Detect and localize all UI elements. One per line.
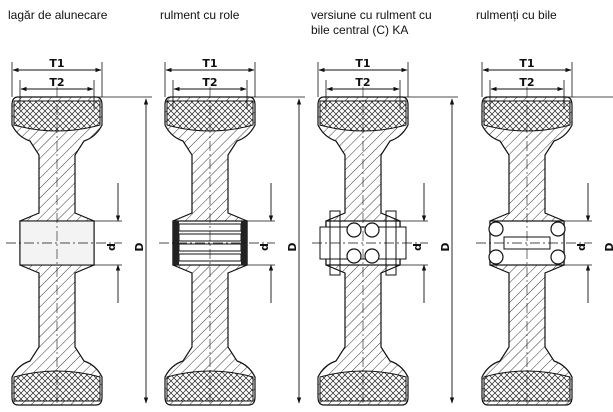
t2-label: T2 bbox=[202, 76, 217, 89]
t1-label: T1 bbox=[49, 57, 64, 70]
t1-label: T1 bbox=[519, 57, 534, 70]
ball bbox=[488, 221, 504, 237]
t2-label: T2 bbox=[355, 76, 370, 89]
tyre-top bbox=[166, 100, 254, 132]
D-label: D bbox=[603, 242, 613, 251]
d-label: d bbox=[575, 243, 588, 251]
ball bbox=[346, 248, 362, 264]
caption-lagar-de-alunecare: lagăr de alunecare bbox=[8, 8, 108, 22]
t2-label: T2 bbox=[519, 76, 534, 89]
caption-rulment-cu-role: rulment cu role bbox=[160, 8, 240, 22]
t1-label: T1 bbox=[202, 57, 217, 70]
D-label: D bbox=[439, 242, 452, 251]
ball bbox=[550, 249, 566, 265]
tyre-top bbox=[319, 100, 407, 132]
caption-rulment-central: versiune cu rulment cu bile central (C) … bbox=[311, 8, 432, 37]
D-label: D bbox=[133, 242, 146, 251]
d-label: d bbox=[105, 243, 118, 251]
roller-cage-left bbox=[173, 221, 179, 265]
ball bbox=[364, 248, 380, 264]
ball bbox=[346, 222, 362, 238]
tyre-top bbox=[483, 100, 571, 132]
tyre-top bbox=[13, 100, 101, 132]
tyre-bottom bbox=[166, 370, 254, 402]
t2-label: T2 bbox=[49, 76, 64, 89]
ball bbox=[488, 249, 504, 265]
caption-rulmenti-cu-bile: rulmenți cu bile bbox=[476, 8, 557, 22]
tyre-bottom bbox=[319, 370, 407, 402]
ball bbox=[550, 221, 566, 237]
t1-label: T1 bbox=[355, 57, 370, 70]
D-label: D bbox=[286, 242, 299, 251]
tyre-bottom bbox=[483, 370, 571, 402]
tyre-bottom bbox=[13, 370, 101, 402]
ball bbox=[364, 222, 380, 238]
d-label: d bbox=[258, 243, 271, 251]
d-label: d bbox=[411, 243, 424, 251]
